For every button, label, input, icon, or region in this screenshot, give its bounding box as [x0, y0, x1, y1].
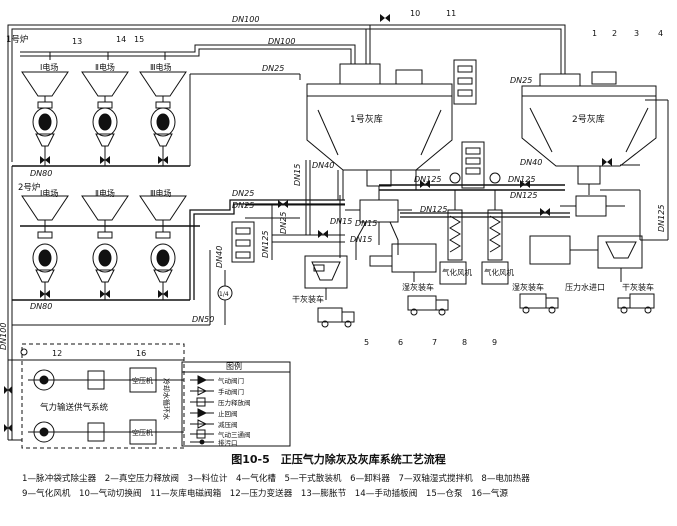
label-dn25-left2: DN25: [232, 201, 254, 210]
valves: [4, 14, 612, 432]
callout-13: 13: [72, 37, 82, 46]
diagram-labels: 1号炉 Ⅰ电场 Ⅱ电场 Ⅲ电场 2号炉 Ⅰ电场 Ⅱ电场 Ⅲ电场 1号灰库 2号灰…: [0, 9, 666, 447]
figure-title: 图10-5 正压气力除灰及灰库系统工艺流程: [231, 453, 446, 466]
valve-box-11: [453, 59, 477, 105]
label-dry-truck-2: 干灰装车: [622, 282, 654, 292]
fans-heaters: [439, 141, 509, 285]
callout-2: 2: [612, 29, 617, 38]
furnace-1-precipitators: [12, 71, 191, 167]
callout-6: 6: [398, 338, 403, 347]
label-furnace-1: 1号炉: [6, 34, 28, 45]
callout-4: 4: [658, 29, 663, 38]
label-dn25-mid: DN25: [279, 212, 288, 234]
label-fan-2: 气化风机: [484, 267, 514, 277]
label-dn25-top: DN25: [262, 64, 284, 73]
label-dn15-4: DN15: [330, 217, 352, 226]
legend-item-4: 减压阀: [218, 420, 238, 429]
callout-9: 9: [492, 338, 497, 347]
silo-1-small-pipes: [245, 169, 440, 260]
valve-box-left: [231, 221, 255, 263]
callout-3: 3: [634, 29, 639, 38]
label-dn15-3: DN15: [350, 235, 372, 244]
label-silo-1: 1号灰库: [350, 113, 383, 125]
callout-16: 16: [136, 349, 146, 358]
label-dn125-c: DN125: [420, 205, 447, 214]
label-dn125-b: DN125: [508, 175, 535, 184]
silo-1-discharge: [339, 195, 412, 260]
label-dn40-2: DN40: [520, 158, 542, 167]
label-dn80-1: DN80: [30, 169, 52, 178]
label-cooling-water: 冷却水循环水: [162, 378, 171, 420]
air-supply-system: [8, 343, 185, 449]
label-dn40-vertical: DN40: [215, 246, 224, 268]
top-pipes: [7, 24, 566, 162]
label-fan-1: 气化风机: [442, 267, 472, 277]
legend-item-5: 气动三通阀: [218, 430, 251, 439]
callout-15: 15: [134, 35, 144, 44]
label-dry-truck-1: 干灰装车: [292, 294, 324, 304]
label-water-inlet: 压力水进口: [565, 282, 605, 292]
label-dn125-f: DN125: [261, 231, 270, 258]
silo-2: [521, 71, 657, 195]
legend-item-1: 手动阀门: [218, 387, 244, 396]
label-wet-truck-2: 湿灰装车: [512, 282, 544, 292]
legend-item-6: 排污口: [218, 438, 238, 447]
legend-item-0: 气动阀门: [218, 376, 244, 385]
label-dn25-right: DN25: [510, 76, 532, 85]
label-top-dn100-1: DN100: [232, 15, 259, 24]
silo-2-discharge: [519, 195, 655, 314]
callout-12: 12: [52, 349, 62, 358]
label-compressor-2: 空压机: [132, 428, 153, 437]
label-dn125-a: DN125: [414, 175, 441, 184]
label-furnace-1-field-3: Ⅲ电场: [150, 62, 172, 72]
label-furnace-2: 2号炉: [18, 182, 40, 193]
label-dn15-1: DN15: [293, 164, 302, 186]
mixer-left: [369, 243, 449, 316]
label-top-dn100-2: DN100: [268, 37, 295, 46]
label-wet-truck-1: 湿灰装车: [402, 282, 434, 292]
left-air-line: [7, 162, 211, 440]
label-dn125-e: DN125: [657, 205, 666, 232]
label-silo-2: 2号灰库: [572, 113, 605, 125]
gauge-12: [217, 270, 233, 325]
label-dn25-left1: DN25: [232, 189, 254, 198]
callout-1: 1: [592, 29, 597, 38]
label-dn40-1: DN40: [312, 161, 334, 170]
callout-11: 11: [446, 9, 456, 18]
legend-title: 图例: [226, 361, 242, 371]
label-dn100-vertical: DN100: [0, 323, 8, 350]
figure-legend-line-1: 1—脉冲袋式除尘器 2—真空压力释放阀 3—料位计 4—气化槽 5—干式散装机 …: [22, 474, 530, 484]
furnace-2-precipitators: [12, 195, 345, 301]
label-furnace-2-field-2: Ⅱ电场: [95, 188, 115, 198]
label-air-supply: 气力输送供气系统: [40, 402, 109, 413]
callout-8: 8: [462, 338, 467, 347]
label-furnace-1-field-1: Ⅰ电场: [40, 62, 58, 72]
label-furnace-1-field-2: Ⅱ电场: [95, 62, 115, 72]
label-dn50: DN50: [192, 315, 214, 324]
figure-legend-line-2: 9—气化风机 10—气动切换阀 11—灰库电磁阀箱 12—压力变送器 13—膨胀…: [22, 489, 508, 499]
label-dn15-2: DN15: [355, 219, 377, 228]
callout-10: 10: [410, 9, 420, 18]
callout-14: 14: [116, 35, 126, 44]
label-compressor-1: 空压机: [132, 376, 153, 385]
dry-loader-left: [304, 255, 355, 328]
legend-item-3: 止回阀: [218, 409, 238, 418]
callout-7: 7: [432, 338, 437, 347]
label-dn80-2: DN80: [30, 302, 52, 311]
label-furnace-2-field-3: Ⅲ电场: [150, 188, 172, 198]
label-furnace-2-field-1: Ⅰ电场: [40, 188, 58, 198]
legend-item-2: 压力释放阀: [218, 398, 251, 407]
legend-box: [181, 361, 291, 447]
callout-5: 5: [364, 338, 369, 347]
label-dn125-d: DN125: [510, 191, 537, 200]
label-instrument: 1/4: [219, 291, 229, 298]
